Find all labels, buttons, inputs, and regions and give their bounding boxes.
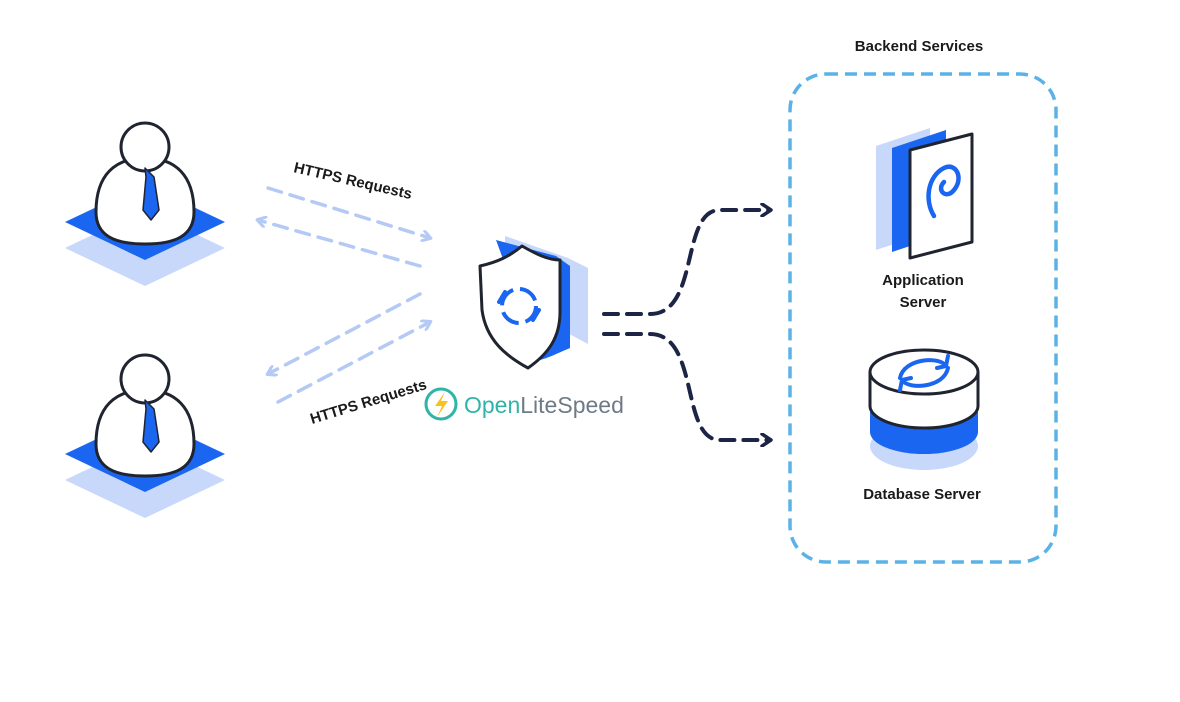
- brand-name-part2: LiteSpeed: [520, 392, 624, 418]
- backend-services-frame: [788, 72, 1058, 564]
- user-top: [65, 121, 225, 286]
- user-bottom: [65, 353, 225, 518]
- backend-arrow-bottom: [602, 332, 770, 440]
- user-icon: [65, 121, 225, 286]
- request-arrows-top: [258, 186, 430, 268]
- brand-logo: OpenLiteSpeed: [424, 387, 624, 421]
- request-arrows-bottom: [268, 292, 430, 404]
- brand-name-part1: Open: [464, 392, 520, 418]
- application-server-label-line1: Application: [882, 272, 964, 289]
- application-server-icon: [876, 128, 974, 260]
- svg-text:OpenLiteSpeed: OpenLiteSpeed: [464, 392, 624, 418]
- request-label-bottom: HTTPS Requests: [308, 376, 429, 428]
- request-arrow-out-top: [266, 186, 430, 238]
- application-server-label-line2: Server: [900, 294, 947, 311]
- database-server-label: Database Server: [863, 486, 981, 503]
- user-icon: [65, 353, 225, 518]
- response-arrow-in-bottom: [268, 292, 422, 374]
- request-label-top: HTTPS Requests: [292, 159, 414, 203]
- shield-icon: [478, 236, 588, 370]
- backend-arrows: [602, 210, 770, 440]
- response-arrow-in-top: [258, 220, 422, 268]
- request-arrow-out-bottom: [276, 322, 430, 404]
- backend-arrow-top: [602, 210, 770, 316]
- backend-services-title: Backend Services: [855, 38, 983, 55]
- application-server: Application Server: [876, 128, 974, 311]
- proxy-server: [478, 236, 588, 370]
- database-icon: [868, 348, 980, 470]
- database-server: Database Server: [863, 348, 981, 503]
